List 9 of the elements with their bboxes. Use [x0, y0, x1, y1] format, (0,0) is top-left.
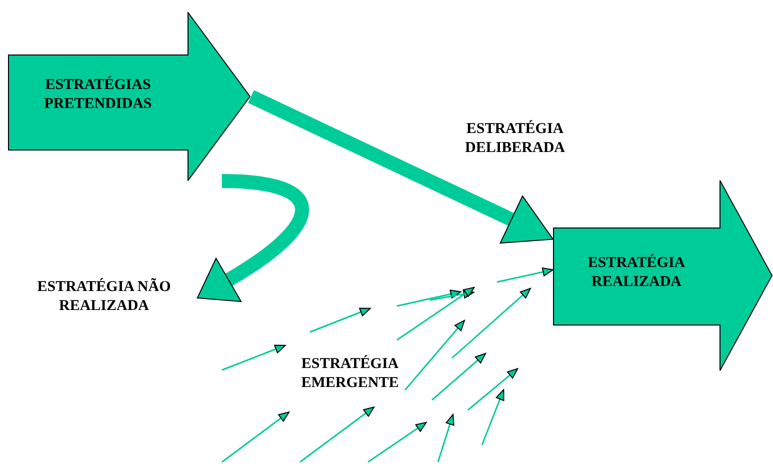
- block-arrow: [553, 180, 773, 371]
- text-label: ESTRATÉGIA NÃO REALIZADA: [14, 278, 194, 316]
- block-arrow: [8, 12, 251, 181]
- arrow: [496, 268, 554, 283]
- text-label: ESTRATÉGIA EMERGENTE: [300, 355, 400, 393]
- node-label: ESTRATÉGIA REALIZADA: [586, 254, 686, 292]
- arrow: [248, 90, 554, 244]
- arrow: [197, 174, 309, 302]
- node-label: ESTRATÉGIAS PRETENDIDAS: [43, 76, 153, 114]
